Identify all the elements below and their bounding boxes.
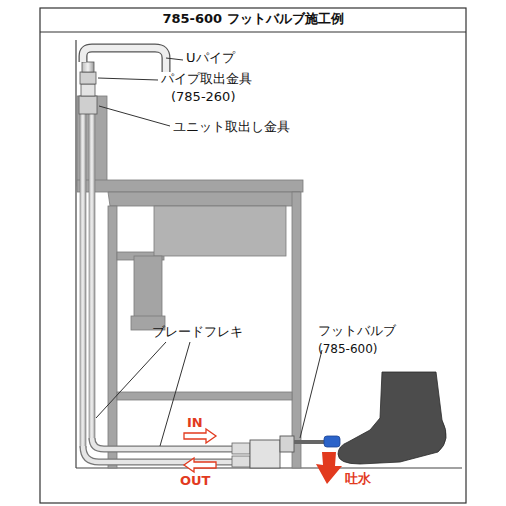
part-label: パイプ取出金具	[161, 72, 252, 87]
wall	[75, 40, 76, 468]
leader-line	[96, 58, 322, 446]
title-rule	[40, 31, 466, 32]
flow-label: 吐水	[345, 472, 371, 487]
title: 785-600 フットバルブ施工例	[40, 10, 466, 28]
out-arrow	[184, 458, 216, 472]
part-label: ユニット取出し金具	[173, 120, 290, 135]
flow-label: IN	[187, 416, 203, 431]
faucet	[79, 48, 166, 114]
flow-label: OUT	[180, 474, 210, 489]
part-label: フットバルブ	[318, 324, 396, 339]
frame	[40, 8, 466, 503]
part-label: (785-600)	[318, 343, 378, 357]
shoe	[338, 372, 446, 464]
discharge-arrow	[316, 452, 342, 484]
sink	[77, 96, 303, 468]
part-label: Uパイプ	[186, 51, 235, 66]
in-arrow	[184, 429, 216, 443]
braided-flex	[80, 110, 250, 467]
part-label: (785-260)	[171, 90, 235, 105]
part-label: ブレードフレキ	[152, 325, 243, 340]
